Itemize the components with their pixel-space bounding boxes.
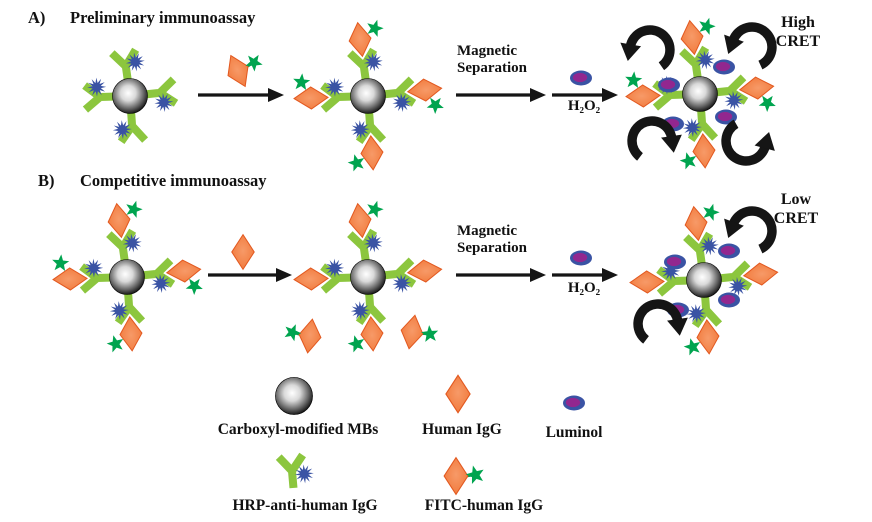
h2o2-label-a: H₂O₂ — [567, 98, 601, 114]
panel-b-graphics — [48, 196, 779, 359]
panel-a-tag: A) — [28, 8, 46, 27]
legend-label-fitc-human-igg: FITC-human IgG — [424, 497, 544, 514]
free-fitc-human-igg — [221, 44, 271, 91]
panel-a-graphics — [84, 13, 780, 175]
magnetic-separation-label-a: Magnetic Separation — [457, 43, 528, 76]
high-cret-label: High CRET — [775, 14, 821, 50]
cret-arrow — [617, 25, 673, 68]
mb-fitc-complex — [48, 196, 207, 356]
legend-label-hrp-anti-human-igg: HRP-anti-human IgG — [232, 497, 378, 514]
luminol-oval — [664, 254, 686, 270]
panel-a-title: A)Preliminary immunoassay — [28, 8, 256, 27]
panel-b-tag: B) — [38, 171, 55, 190]
luminol-oval — [718, 292, 740, 308]
h2o2-arrow — [552, 268, 618, 282]
cret-arrow — [722, 122, 780, 169]
legend-label-human-igg: Human IgG — [422, 421, 502, 438]
magnetic-separation-arrow — [456, 268, 546, 282]
legend-label-luminol: Luminol — [545, 424, 603, 441]
displaced-fitc-human-igg — [398, 313, 442, 353]
magnetic-bead-icon — [275, 377, 313, 415]
h2o2-label-b: H₂O₂ — [567, 280, 601, 296]
luminol-oval — [713, 59, 735, 75]
magnetic-separation-arrow — [456, 88, 546, 102]
high-cret-complex — [617, 13, 780, 173]
hrp-antibody-icon — [279, 454, 315, 489]
magnetic-separation-label-b: Magnetic Separation — [457, 223, 528, 256]
reaction-arrow — [198, 88, 284, 102]
free-human-igg — [231, 234, 255, 270]
fitc-human-igg-icon — [444, 458, 486, 495]
luminol-oval-icon — [563, 395, 585, 411]
displaced-fitc-human-igg — [280, 315, 324, 354]
luminol-oval — [718, 243, 740, 259]
h2o2-arrow — [552, 88, 618, 102]
reaction-arrow — [208, 268, 292, 282]
luminol-oval — [658, 77, 680, 93]
human-igg-diamond-icon — [445, 374, 471, 414]
mb-hrp-complex — [84, 49, 176, 143]
luminol-oval — [570, 250, 592, 266]
panel-b-title: B)Competitive immunoassay — [38, 171, 267, 190]
luminol-oval — [570, 70, 592, 86]
legend-label-carboxyl-mbs: Carboxyl-modified MBs — [217, 421, 379, 438]
low-cret-label: Low CRET — [773, 191, 819, 227]
mb-fitc-complex — [289, 15, 448, 175]
